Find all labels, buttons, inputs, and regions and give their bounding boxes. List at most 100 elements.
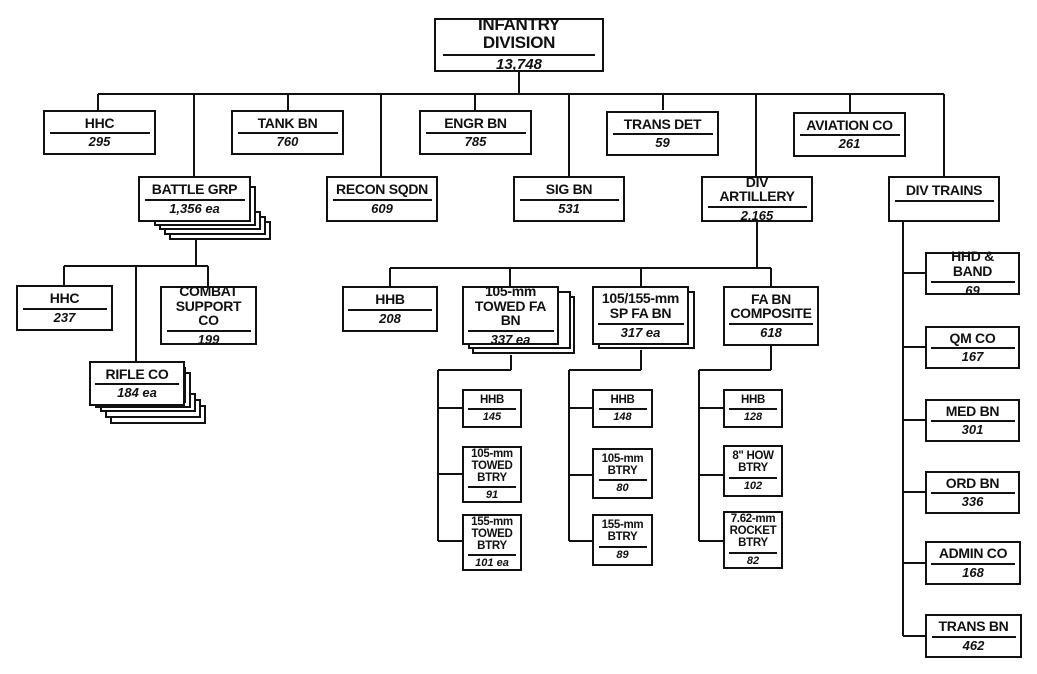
unit-strength: 101 ea [475, 557, 509, 570]
unit-name: BATTLE GRP [151, 181, 238, 197]
unit-strength: 609 [371, 200, 393, 216]
unit-hhc[interactable]: HHC 295 [43, 110, 156, 155]
unit-trans-det[interactable]: TRANS DET 59 [606, 111, 719, 156]
divider [443, 54, 595, 57]
unit-strength: 337 ea [490, 331, 531, 347]
unit-155mm-btry[interactable]: 155-mm BTRY 89 [592, 514, 653, 566]
unit-hhd-band[interactable]: HHD & BAND 69 [925, 249, 1020, 298]
unit-strength: 261 [838, 136, 861, 152]
unit-strength: 168 [962, 564, 984, 580]
unit-name: TRANS BN [938, 618, 1009, 634]
divider [930, 420, 1015, 423]
unit-recon-sqdn[interactable]: RECON SQDN 609 [326, 176, 438, 222]
unit-name: DIV TRAINS [905, 182, 983, 198]
unit-name: 105-mm BTRY [601, 452, 644, 477]
divider [729, 407, 777, 410]
divider [22, 307, 107, 310]
divider [166, 329, 251, 332]
unit-name: TANK BN [257, 114, 318, 131]
unit-qm-co[interactable]: QM CO 167 [925, 326, 1020, 369]
unit-name: TRANS DET [623, 115, 702, 132]
unit-name: 8" HOW BTRY [732, 450, 774, 475]
unit-fa-bn-composite[interactable]: FA BN COMPOSITE 618 [723, 286, 819, 346]
unit-name: HHC [84, 114, 115, 131]
unit-strength: 785 [464, 134, 487, 150]
unit-strength: 184 ea [117, 385, 157, 401]
divider [598, 545, 647, 548]
divider [729, 323, 813, 326]
unit-ord-bn[interactable]: ORD BN 336 [925, 471, 1020, 514]
divider [930, 280, 1015, 283]
unit-name: ADMIN CO [938, 545, 1008, 561]
unit-strength: 13,748 [496, 56, 542, 74]
unit-name: AVIATION CO [806, 116, 893, 133]
unit-155mm-towed-btry[interactable]: 155-mm TOWED BTRY 101 ea [462, 514, 522, 571]
divider [729, 476, 777, 479]
unit-sp-hhb[interactable]: HHB 148 [592, 389, 653, 428]
unit-rifle-co[interactable]: RIFLE CO 184 ea [89, 361, 185, 406]
unit-name: RIFLE CO [105, 365, 169, 382]
divider [425, 132, 526, 135]
unit-strength: 336 [961, 494, 984, 510]
unit-strength: 59 [655, 135, 670, 151]
unit-strength: 2,165 [740, 208, 774, 224]
unit-combat-support-co[interactable]: COMBAT SUPPORT CO 199 [160, 282, 257, 347]
unit-name: ENGR BN [444, 114, 507, 131]
unit-tank-bn[interactable]: TANK BN 760 [231, 110, 344, 155]
unit-name: HHC [49, 290, 80, 306]
unit-med-bn[interactable]: MED BN 301 [925, 399, 1020, 442]
unit-105mm-btry[interactable]: 105-mm BTRY 80 [592, 448, 653, 499]
unit-bg-hhc[interactable]: HHC 237 [16, 285, 113, 331]
unit-name: HHB [375, 291, 405, 307]
unit-name: HHB [610, 393, 635, 406]
divider [468, 407, 516, 410]
unit-name: 155-mm TOWED BTRY [471, 515, 513, 552]
unit-strength: 531 [558, 200, 580, 216]
divider [930, 492, 1015, 495]
unit-aviation-co[interactable]: AVIATION CO 261 [793, 112, 906, 157]
unit-strength: 237 [53, 309, 76, 325]
unit-name: ORD BN [945, 474, 1000, 491]
unit-trans-bn[interactable]: TRANS BN 462 [925, 614, 1022, 658]
divider [598, 479, 647, 482]
unit-762mm-rocket-btry[interactable]: 7.62-mm ROCKET BTRY 82 [723, 511, 783, 569]
unit-towed-hhb[interactable]: HHB 145 [462, 389, 522, 428]
unit-strength: 91 [485, 489, 499, 502]
unit-name: QM CO [949, 329, 996, 346]
unit-8in-how-btry[interactable]: 8" HOW BTRY 102 [723, 445, 783, 497]
divider [95, 383, 179, 386]
unit-105mm-towed-btry[interactable]: 105-mm TOWED BTRY 91 [462, 446, 522, 503]
unit-name: DIV ARTILLERY [719, 173, 795, 205]
unit-div-trains[interactable]: DIV TRAINS [888, 176, 1000, 222]
unit-strength: 760 [276, 134, 299, 150]
unit-105mm-towed-fa-bn[interactable]: 105-mm TOWED FA BN 337 ea [462, 283, 559, 347]
unit-sig-bn[interactable]: SIG BN 531 [513, 176, 625, 222]
unit-admin-co[interactable]: ADMIN CO 168 [925, 541, 1021, 585]
unit-div-artillery[interactable]: DIV ARTILLERY 2,165 [701, 173, 813, 224]
unit-strength: 89 [616, 548, 629, 561]
divider [348, 308, 432, 311]
unit-comp-hhb[interactable]: HHB 128 [723, 389, 783, 428]
unit-strength: 148 [613, 410, 632, 423]
divider [237, 132, 338, 135]
unit-strength: 82 [746, 554, 760, 567]
unit-name: HHB [740, 393, 765, 406]
divider [931, 635, 1016, 638]
unit-name: COMBAT SUPPORT CO [175, 282, 242, 329]
unit-105-155mm-sp-fa-bn[interactable]: 105/155-mm SP FA BN 317 ea [592, 286, 689, 345]
unit-name: 7.62-mm ROCKET BTRY [729, 513, 777, 550]
unit-strength: 295 [88, 134, 111, 150]
unit-strength: 69 [965, 282, 980, 298]
unit-battle-grp[interactable]: BATTLE GRP 1,356 ea [138, 176, 251, 222]
divider [468, 554, 516, 557]
divider [49, 132, 150, 135]
divider [894, 199, 994, 202]
unit-infantry-division[interactable]: INFANTRY DIVISION 13,748 [434, 16, 604, 74]
unit-engr-bn[interactable]: ENGR BN 785 [419, 110, 532, 155]
unit-name: 155-mm BTRY [601, 519, 644, 544]
divider [519, 198, 619, 201]
unit-name: 105-mm TOWED BTRY [471, 447, 513, 484]
unit-da-hhb[interactable]: HHB 208 [342, 286, 438, 332]
unit-strength: 317 ea [620, 324, 661, 340]
